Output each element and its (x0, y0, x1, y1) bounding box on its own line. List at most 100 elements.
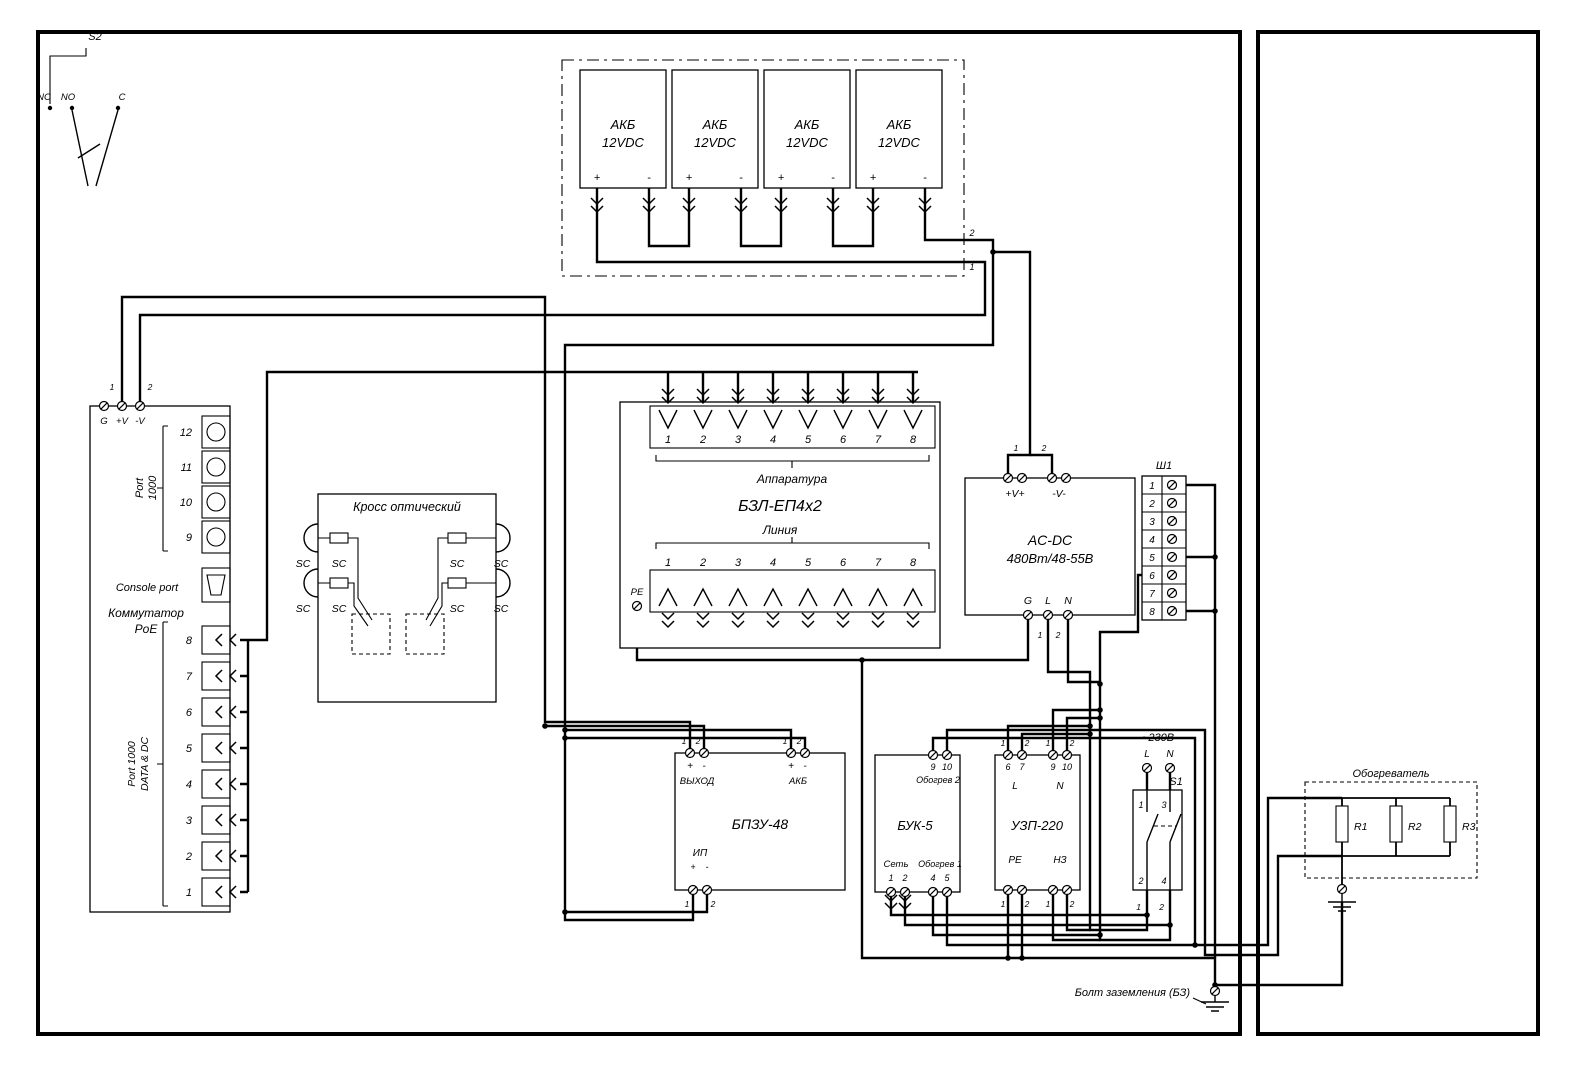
switch-title: PoE (135, 622, 159, 636)
heater-outline (1304, 781, 1478, 879)
buk-box (874, 754, 961, 893)
bzl-line-label: Линия (762, 523, 798, 537)
s1-breaker-symbol (1141, 762, 1182, 890)
enclosures (36, 30, 1540, 1036)
port-number: 7 (186, 671, 193, 683)
wire-tag: 1 (1014, 443, 1019, 453)
s1-outline (1132, 789, 1183, 891)
battery-cell (671, 69, 759, 189)
wire-tag: 1 (1136, 902, 1141, 912)
resistor-r2 (1389, 805, 1403, 843)
buk-heat2-label: Обогрев 2 (916, 775, 960, 785)
s2-label: S2 (88, 31, 101, 43)
poe-switch-outline (89, 405, 231, 913)
switch-vplus-label: +V (116, 416, 130, 427)
bzl-top-strip (649, 405, 936, 449)
s2-c-label: C (119, 92, 126, 103)
battery-cell (855, 69, 943, 189)
bzl-bottom-strip (649, 569, 936, 613)
battery-plus: + (594, 172, 601, 184)
bzl-top-num: 7 (875, 434, 882, 446)
labels: S2 NC NO C АКБ 12VDC АКБ 12VDC АКБ 12VDC… (37, 31, 1475, 999)
buk-net-label: Сеть (884, 859, 909, 870)
heater-box (1304, 781, 1478, 879)
battery-minus: - (831, 172, 835, 184)
port-number: 3 (186, 815, 193, 827)
sh1-row-num: 7 (1149, 589, 1155, 600)
wire-tag: 2 (1069, 738, 1075, 748)
uzp-title: УЗП-220 (1010, 818, 1064, 833)
bzl-top-num: 4 (770, 434, 776, 446)
uzp-n-label: N (1056, 781, 1064, 792)
port-number: 5 (186, 743, 193, 755)
wire-tag: 2 (1158, 902, 1164, 912)
wire-tag: 2 (1069, 899, 1075, 909)
bzl-title: БЗЛ-ЕП4х2 (738, 498, 822, 515)
battery-plus: + (870, 172, 877, 184)
bzl-top-num: 6 (840, 434, 847, 446)
sh1-row-num: 8 (1149, 607, 1155, 618)
acdc-vplus-label: +V+ (1005, 488, 1024, 500)
resistor-label: R3 (1462, 821, 1476, 833)
heater-symbols (1328, 797, 1451, 912)
wire-tag: 2 (1041, 443, 1047, 453)
bzl-symbols (631, 388, 930, 628)
battery-cell (763, 69, 851, 189)
optical-cross-box (317, 493, 497, 703)
heater-title: Обогреватель (1352, 768, 1429, 780)
datadc-label: Port 1000DATA & DC (126, 737, 151, 791)
sc-label: SC (494, 558, 509, 570)
sc-label: SC (332, 603, 347, 615)
wire-tag: 1 (1038, 630, 1043, 640)
uzp-outline (994, 754, 1081, 891)
bzl-bot-num: 6 (840, 557, 847, 569)
bzl-bot-num: 1 (665, 557, 671, 569)
uzp-l-label: L (1012, 781, 1018, 792)
wire-tag: 1 (110, 382, 115, 392)
wire-tag: 2 (1024, 899, 1030, 909)
wire-tag: 2 (695, 736, 701, 746)
sh1-block (1141, 475, 1187, 621)
port-number: 6 (186, 707, 193, 719)
s2-no-label: NO (61, 92, 76, 103)
acdc-n-label: N (1064, 595, 1072, 607)
wire-tag: 1 (969, 262, 974, 272)
acdc-g-label: G (1024, 595, 1032, 607)
s2-nc-label: NC (37, 92, 51, 103)
battery-voltage: 12VDC (694, 135, 737, 150)
acdc-title: AC-DC (1027, 532, 1073, 548)
acdc-outline (964, 477, 1136, 616)
bpzu-title: БПЗУ-48 (732, 816, 789, 832)
uzp-num: 10 (1062, 762, 1072, 772)
splice-cassette (351, 613, 391, 655)
bpzu-out-label: ВЫХОД (680, 776, 715, 787)
buk-title: БУК-5 (897, 818, 933, 833)
sc-label: SC (450, 603, 465, 615)
battery-name: АКБ (702, 117, 728, 132)
port-number: 9 (186, 532, 192, 544)
resistor-r1 (1335, 805, 1349, 843)
wire-tag: 2 (968, 228, 974, 238)
port-number: 12 (180, 427, 192, 439)
wire-tag: 1 (1001, 738, 1006, 748)
optical-cross-outline (317, 493, 497, 703)
buk-outline (874, 754, 961, 893)
bzl-apparatus-label: Аппаратура (756, 472, 828, 486)
bzl-bot-num: 8 (910, 557, 917, 569)
earth-symbol (1328, 894, 1356, 912)
bzl-outline (619, 401, 941, 649)
battery-minus: - (647, 172, 651, 184)
bpzu-box (674, 752, 846, 891)
wire-tag: 2 (1055, 630, 1061, 640)
switch-g-label: G (100, 416, 107, 427)
battery-minus: - (923, 172, 927, 184)
port-number: 2 (185, 851, 192, 863)
acdc-box (964, 477, 1136, 616)
sh1-row-num: 4 (1149, 535, 1155, 546)
wire-tag: 2 (710, 899, 716, 909)
bzl-bot-num: 2 (699, 557, 706, 569)
s1-n-label: N (1166, 749, 1174, 760)
bpzu-outline (674, 752, 846, 891)
acdc-rating: 480Вт/48-55В (1007, 551, 1094, 566)
